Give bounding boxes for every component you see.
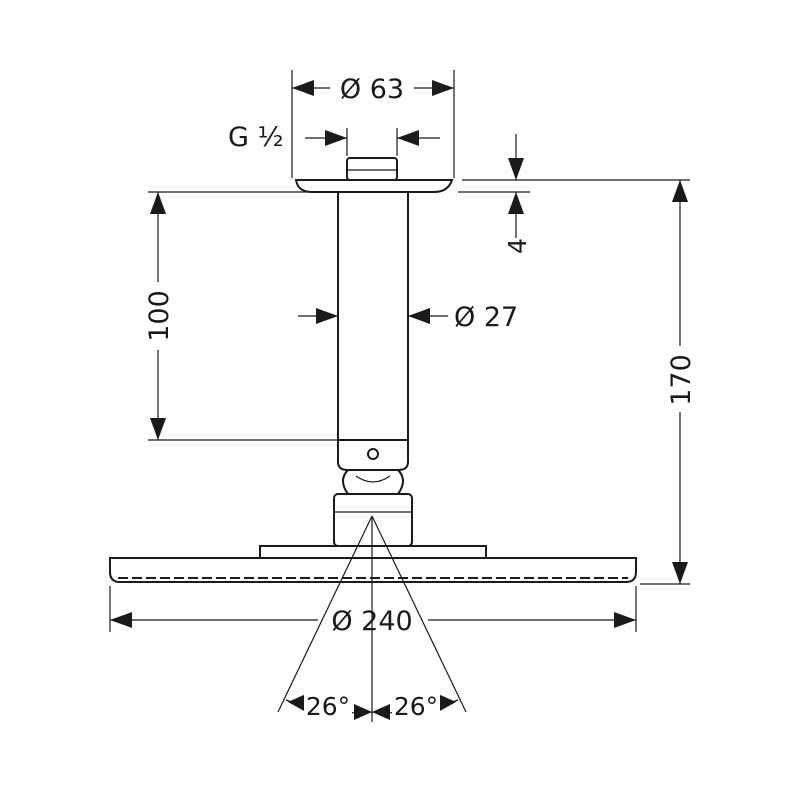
dimension-flange-diameter: Ø 63	[291, 70, 455, 178]
thread-label: G ½	[228, 122, 284, 153]
dimension-flange-thickness: 4	[458, 134, 690, 254]
total-height-label: 170	[666, 354, 697, 406]
flange-diameter-label: Ø 63	[340, 74, 404, 105]
shower-arm	[337, 191, 409, 441]
tilt-left-label: 26°	[306, 692, 350, 721]
head-top-plate	[259, 545, 487, 559]
dimension-arm-diameter: Ø 27	[298, 302, 518, 333]
joint-screw	[367, 448, 379, 460]
dimension-arm-length: 100	[144, 191, 338, 441]
flange-thickness-label: 4	[503, 238, 532, 254]
arm-length-label: 100	[144, 290, 175, 342]
dimension-total-height: 170	[640, 180, 697, 585]
joint-body	[333, 493, 413, 547]
dimension-tilt-angles: 26° 26°	[277, 515, 467, 722]
arm-diameter-label: Ø 27	[454, 302, 518, 333]
ceiling-flange	[294, 179, 454, 193]
shower-head	[109, 557, 637, 583]
tilt-right-label: 26°	[394, 692, 438, 721]
shower-assembly	[109, 157, 637, 583]
dimension-thread: G ½	[228, 122, 440, 156]
dimension-head-diameter: Ø 240	[109, 586, 637, 637]
thread-connector	[346, 157, 398, 181]
